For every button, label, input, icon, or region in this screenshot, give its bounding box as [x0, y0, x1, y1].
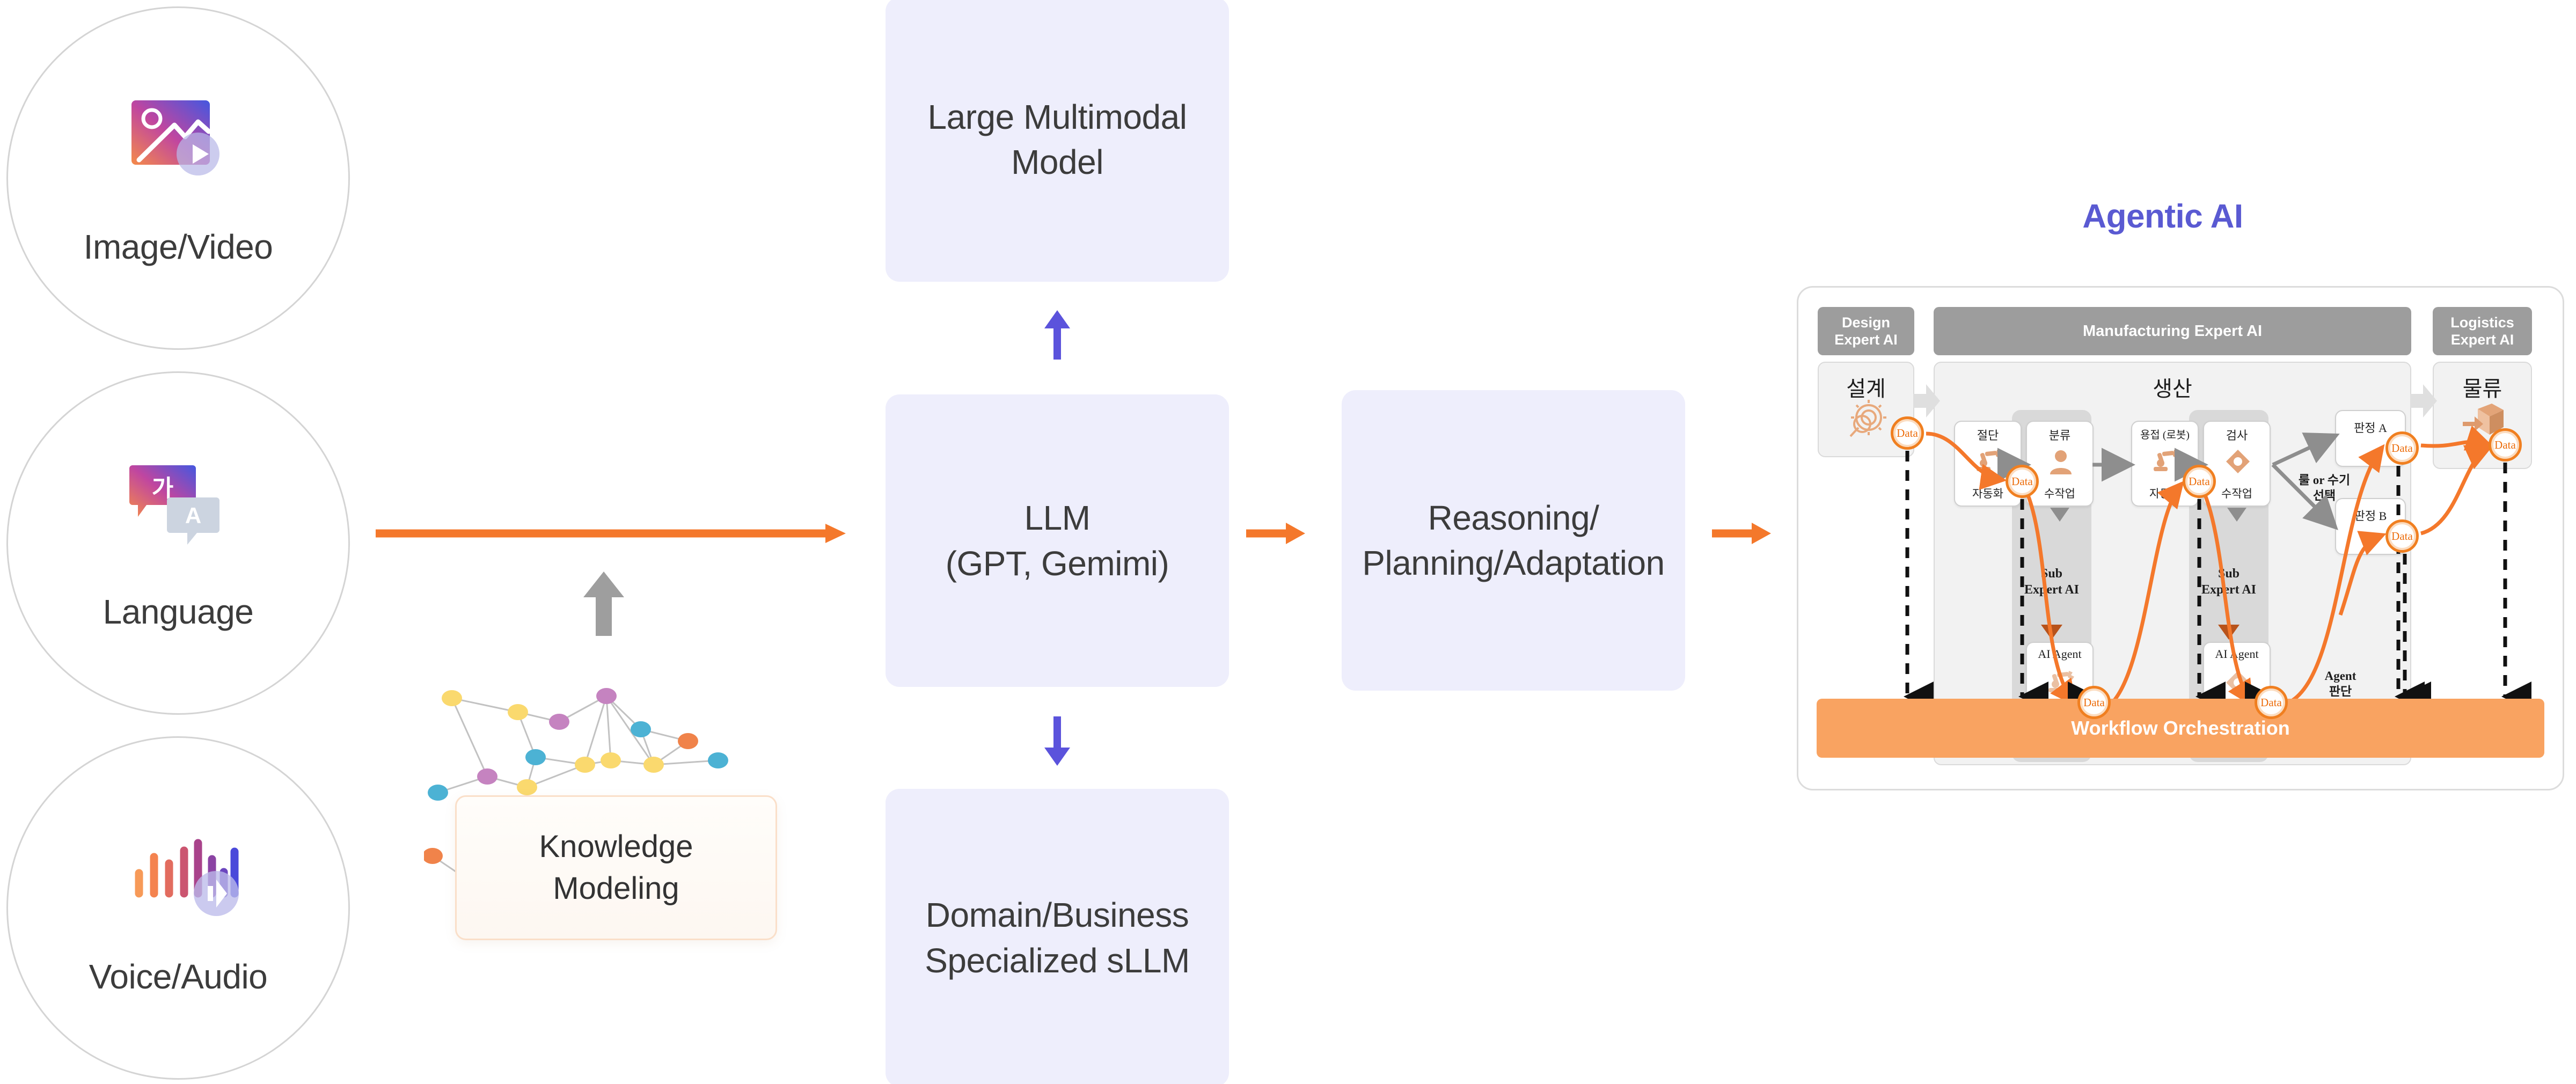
modality-label: Language [103, 592, 254, 631]
data-node-agent-2[interactable]: Data [2255, 686, 2288, 719]
robot-arm-icon [1977, 450, 2002, 471]
diamond-icon [2226, 450, 2250, 473]
gear-magnifier-icon [1849, 400, 1886, 437]
card-label: LLM(GPT, Gemimi) [945, 499, 1169, 583]
ai-agent-label: AI Agent [2038, 647, 2082, 661]
arrow-modalities-to-llm [376, 522, 848, 548]
process-step-sorting[interactable]: 분류 수작업 [2026, 421, 2094, 507]
card-reasoning-planning-adaptation[interactable]: Reasoning/Planning/Adaptation [1342, 390, 1685, 691]
arrow-llm-to-lmm-up [1043, 310, 1071, 362]
arrow-knowledge-to-llm [582, 572, 625, 639]
language-bubbles-icon: 가 A [116, 455, 240, 562]
process-label: 분류 [2048, 429, 2071, 442]
modality-label: Image/Video [83, 228, 273, 266]
chevron-right-icon [2410, 384, 2437, 418]
audio-waveform-icon [116, 819, 240, 927]
card-label: Reasoning/Planning/Adaptation [1362, 498, 1665, 582]
modality-label: Voice/Audio [89, 957, 268, 996]
modality-voice-audio[interactable]: Voice/Audio [6, 736, 350, 1080]
robot-arm-icon [2154, 450, 2179, 471]
arrow-llm-to-reasoning [1246, 522, 1306, 548]
ai-agent-label: AI Agent [2215, 647, 2259, 661]
lane-korean-label: 물류 [2462, 377, 2502, 401]
agentic-ai-title: Agentic AI [2082, 198, 2243, 235]
workflow-orchestration-bar[interactable]: Workflow Orchestration [1817, 699, 2544, 758]
svg-text:A: A [185, 503, 201, 528]
chevron-right-icon [1913, 384, 1940, 418]
diamond-icon [2226, 671, 2250, 694]
lane-korean-label: 설계 [1846, 377, 1886, 401]
data-node-agent-1[interactable]: Data [2077, 686, 2111, 719]
image-video-icon [116, 90, 240, 197]
process-label: 검사 [2226, 429, 2248, 442]
lane-header-manufacturing[interactable]: Manufacturing Expert AI [1934, 307, 2411, 355]
arrow-llm-to-sllm-down [1043, 716, 1071, 768]
workflow-orchestration-label: Workflow Orchestration [2071, 717, 2290, 739]
process-step-inspection[interactable]: 검사 수작업 [2203, 421, 2271, 507]
process-label: 절단 [1977, 429, 1999, 442]
person-icon [2050, 450, 2072, 474]
data-node-cutting[interactable]: Data [2006, 465, 2039, 498]
data-node-welding[interactable]: Data [2183, 465, 2216, 498]
modality-language[interactable]: 가 A Language [6, 371, 350, 715]
data-node-judgment-b[interactable]: Data [2385, 519, 2419, 553]
down-triangle-icon [2050, 508, 2069, 522]
data-node-design[interactable]: Data [1891, 416, 1924, 450]
down-triangle-icon [2227, 508, 2246, 522]
robot-arm-icon [2048, 671, 2074, 692]
down-triangle-icon [2218, 625, 2240, 640]
card-llm[interactable]: LLM(GPT, Gemimi) [885, 394, 1229, 687]
arrow-reasoning-to-agentic [1712, 522, 1772, 548]
judgment-label: 판정 A [2354, 421, 2387, 435]
down-triangle-icon [2041, 625, 2062, 640]
lane-korean-label: 생산 [2153, 377, 2192, 401]
modality-image-video[interactable]: Image/Video [6, 6, 350, 350]
data-node-logistics[interactable]: Data [2489, 428, 2522, 462]
process-label: 용접 (로봇) [2140, 429, 2190, 441]
data-node-judgment-a[interactable]: Data [2385, 431, 2419, 465]
